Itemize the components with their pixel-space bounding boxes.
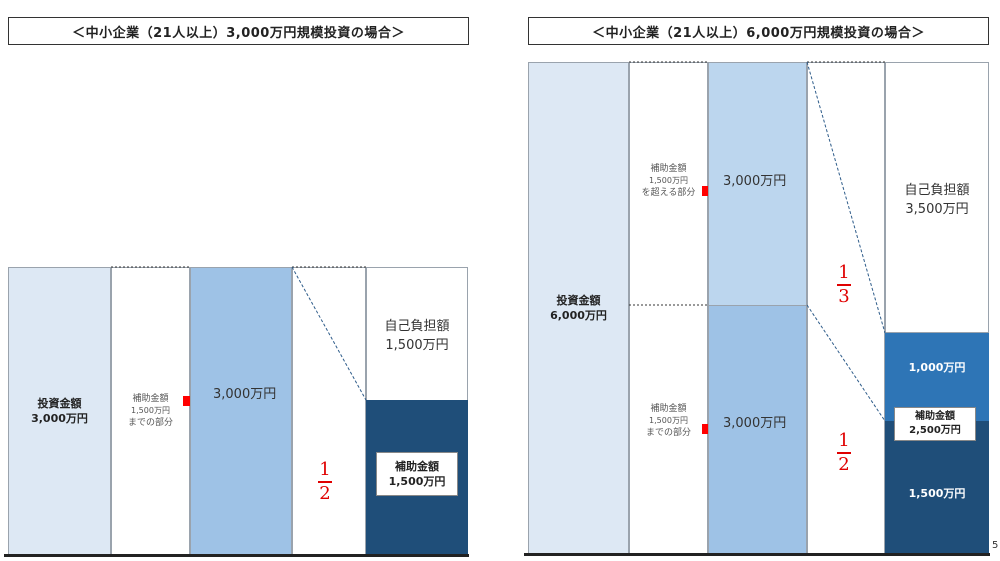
left-self-burden-amount: 1,500万円 [385,338,449,353]
right-subsidy-label: 補助金額 [915,411,955,422]
right-self-burden-amount: 3,500万円 [905,201,969,217]
left-self-burden-label: 自己負担額 [384,319,450,334]
right-baseline [524,553,990,556]
right-lower-amount-column: 3,000万円 [708,305,807,554]
left-note-line-1: 補助金額 [132,394,169,404]
left-fraction-bar [318,481,332,483]
right-lower-fraction-denominator: 2 [838,453,850,475]
right-upper-note: 補助金額 1,500万円 を超える部分 [630,163,707,199]
right-lower-note: 補助金額 1,500万円 までの部分 [630,403,707,439]
right-lower-amount: 3,000万円 [723,416,787,431]
right-upper-fraction: 1 3 [837,263,851,307]
page-number: 5 [992,540,999,551]
right-upper-subsidy-block: 1,000万円 [885,333,989,421]
right-lower-fraction-bar [837,452,851,454]
right-subsidy-label-box: 補助金額 2,500万円 [894,407,976,441]
right-lower-subsidy-block: 1,500万円 [885,421,989,554]
right-lower-fraction-numerator: 1 [838,430,850,451]
left-baseline [4,554,469,557]
left-middle-amount: 3,000万円 [213,387,277,402]
right-upper-note-line-3: を超える部分 [641,188,696,198]
right-investment-label: 投資金額 [556,294,601,307]
left-subsidy-label: 補助金額 [395,460,439,473]
left-fraction-denominator: 2 [319,482,331,504]
right-subsidy-amount: 2,500万円 [909,425,961,436]
left-fraction-numerator: 1 [319,459,331,480]
left-subsidy-amount: 1,500万円 [388,475,446,488]
left-note-line-2: 1,500万円 [131,406,170,415]
right-lower-subsidy-amount: 1,500万円 [908,486,966,500]
right-upper-amount: 3,000万円 [723,174,787,189]
right-lower-note-line-3: までの部分 [645,428,691,438]
left-note-line-3: までの部分 [127,418,173,428]
right-lower-note-line-1: 補助金額 [650,404,687,414]
right-upper-note-line-1: 補助金額 [650,164,687,174]
left-subsidy-block: 補助金額 1,500万円 [366,400,468,555]
right-upper-fraction-numerator: 1 [838,262,850,283]
left-investment-amount: 3,000万円 [31,412,88,425]
right-lower-fraction: 1 2 [837,431,851,475]
right-note-column: 補助金額 1,500万円 を超える部分 補助金額 1,500万円 までの部分 [629,62,708,554]
right-lower-note-line-2: 1,500万円 [649,416,688,425]
right-upper-amount-column: 3,000万円 [708,62,807,306]
right-upper-fraction-denominator: 3 [838,285,850,307]
left-amount-column: 3,000万円 [190,267,292,555]
right-upper-note-line-2: 1,500万円 [649,176,688,185]
right-fraction-column: 1 3 1 2 [807,62,885,554]
left-investment-label: 投資金額 [37,397,82,410]
right-diagram-title: ＜中小企業（21人以上）6,000万円規模投資の場合＞ [528,17,989,45]
left-subsidy-label-box: 補助金額 1,500万円 [376,452,458,496]
right-investment-amount: 6,000万円 [550,309,607,322]
left-self-burden-block: 自己負担額 1,500万円 [366,267,468,401]
right-upper-subsidy-amount: 1,000万円 [908,361,966,374]
left-note-column: 補助金額 1,500万円 までの部分 [111,267,190,555]
left-fraction-column: 1 2 [292,267,366,555]
left-investment-column: 投資金額 3,000万円 [8,267,111,555]
left-diagram-title: ＜中小企業（21人以上）3,000万円規模投資の場合＞ [8,17,469,45]
right-self-burden-block: 自己負担額 3,500万円 [885,62,989,333]
left-fraction: 1 2 [318,460,332,504]
right-investment-column: 投資金額 6,000万円 [528,62,629,554]
right-self-burden-label: 自己負担額 [904,182,970,198]
